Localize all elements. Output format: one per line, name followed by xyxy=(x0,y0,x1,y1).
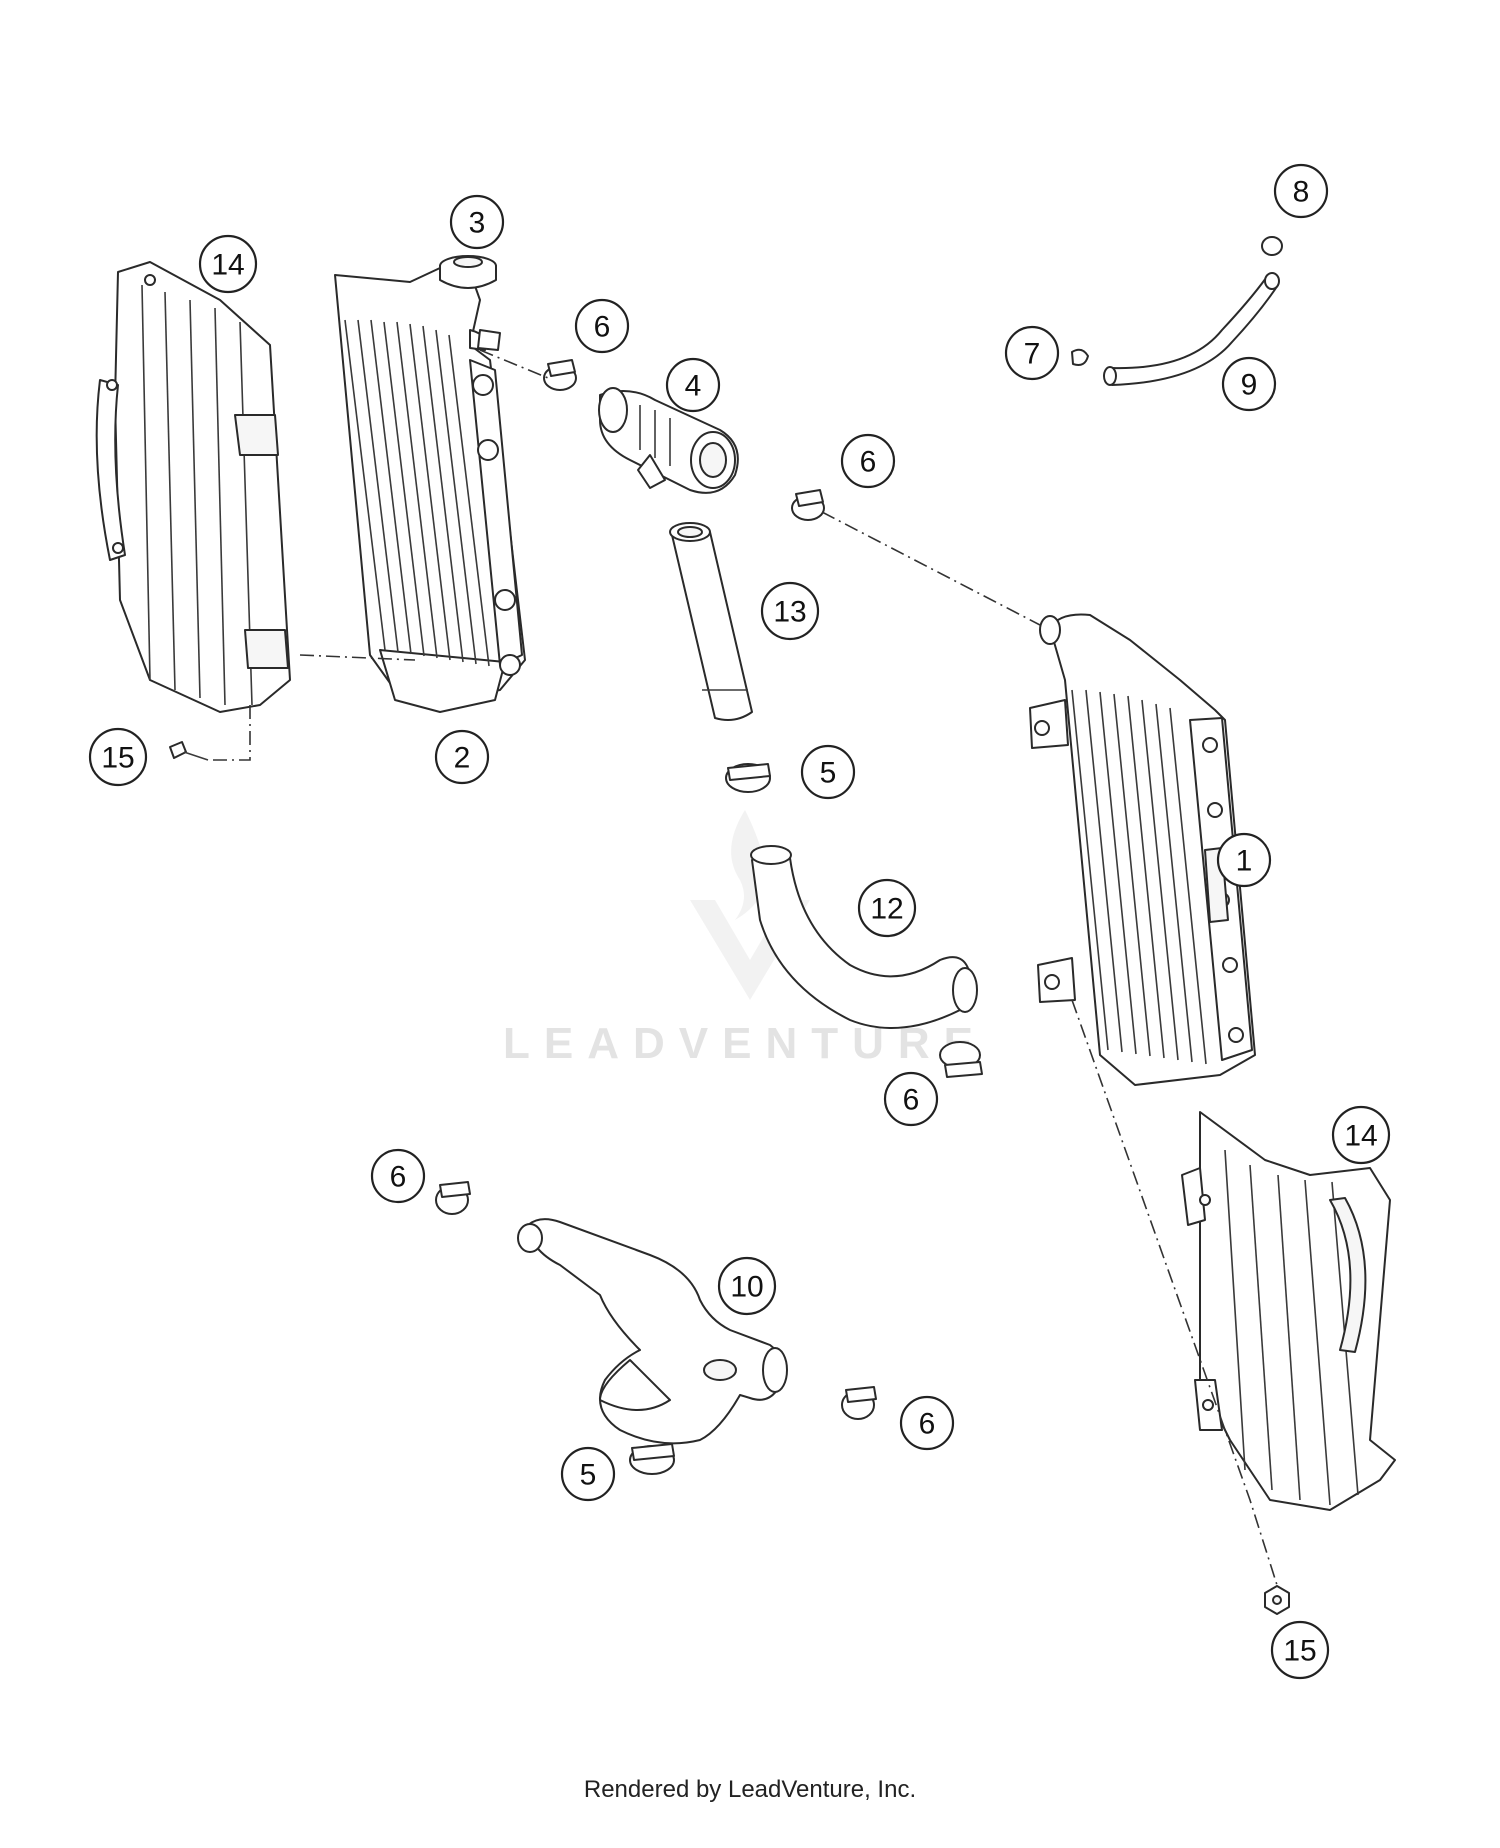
callout-6: 6 xyxy=(840,433,896,489)
hose-clamp-small xyxy=(791,489,825,521)
callout-label: 8 xyxy=(1293,176,1310,209)
callout-label: 2 xyxy=(454,742,471,775)
callout-label: 12 xyxy=(870,893,903,926)
callout-6: 6 xyxy=(883,1071,939,1127)
right-radiator xyxy=(1029,613,1256,1086)
callout-15: 15 xyxy=(88,727,148,787)
callout-label: 7 xyxy=(1024,338,1041,371)
callout-label: 1 xyxy=(1236,845,1253,878)
callout-label: 14 xyxy=(1344,1120,1377,1153)
callout-label: 13 xyxy=(773,596,806,629)
callout-label: 6 xyxy=(919,1408,936,1441)
straight-hose xyxy=(669,522,753,721)
callout-5: 5 xyxy=(800,744,856,800)
lower-y-hose xyxy=(517,1218,788,1445)
callout-label: 10 xyxy=(730,1271,763,1304)
callout-6: 6 xyxy=(370,1148,426,1204)
overflow-hose xyxy=(1103,272,1280,386)
callout-label: 6 xyxy=(860,446,877,479)
footer-credit: Rendered by LeadVenture, Inc. xyxy=(583,1776,917,1803)
callout-label: 15 xyxy=(101,742,134,775)
callout-4: 4 xyxy=(665,357,721,413)
hose-cap xyxy=(1261,236,1283,256)
callout-label: 5 xyxy=(580,1459,597,1492)
bent-radiator-hose xyxy=(750,845,978,1029)
callout-6: 6 xyxy=(899,1395,955,1451)
callout-9: 9 xyxy=(1221,356,1277,412)
callout-label: 15 xyxy=(1283,1635,1316,1668)
callout-label: 6 xyxy=(903,1084,920,1117)
callout-14: 14 xyxy=(198,234,258,294)
callout-10: 10 xyxy=(717,1256,777,1316)
callout-label: 3 xyxy=(469,207,486,240)
callout-1: 1 xyxy=(1216,832,1272,888)
hose-clamp-small xyxy=(939,1041,983,1078)
hose-clamp-small xyxy=(435,1181,471,1215)
hose-clamp-small xyxy=(543,359,577,391)
callout-6: 6 xyxy=(574,298,630,354)
callout-label: 14 xyxy=(211,249,244,282)
callout-5: 5 xyxy=(560,1446,616,1502)
leader-lines xyxy=(210,349,1278,1586)
guard-screw xyxy=(169,741,209,761)
callout-3: 3 xyxy=(449,194,505,250)
callout-label: 6 xyxy=(390,1161,407,1194)
callout-14: 14 xyxy=(1331,1105,1391,1165)
callout-label: 4 xyxy=(685,370,702,403)
callout-8: 8 xyxy=(1273,163,1329,219)
callout-12: 12 xyxy=(857,878,917,938)
radiator-cap xyxy=(439,255,497,289)
thermostat-hose-connector xyxy=(598,387,739,494)
callout-15: 15 xyxy=(1270,1620,1330,1680)
callout-2: 2 xyxy=(434,729,490,785)
callout-13: 13 xyxy=(760,581,820,641)
hose-clamp xyxy=(725,763,771,793)
left-radiator xyxy=(334,267,526,713)
small-clip xyxy=(1071,348,1089,366)
hose-clamp xyxy=(629,1443,675,1475)
callout-label: 6 xyxy=(594,311,611,344)
callout-7: 7 xyxy=(1004,325,1060,381)
left-radiator-guard xyxy=(95,261,291,713)
right-radiator-guard xyxy=(1181,1111,1396,1511)
callout-label: 9 xyxy=(1241,369,1258,402)
leadventure-watermark: LEADVENTURE xyxy=(503,810,973,1068)
hose-clamp-small xyxy=(841,1386,877,1420)
callout-label: 5 xyxy=(820,757,837,790)
guard-screw xyxy=(1264,1585,1290,1615)
